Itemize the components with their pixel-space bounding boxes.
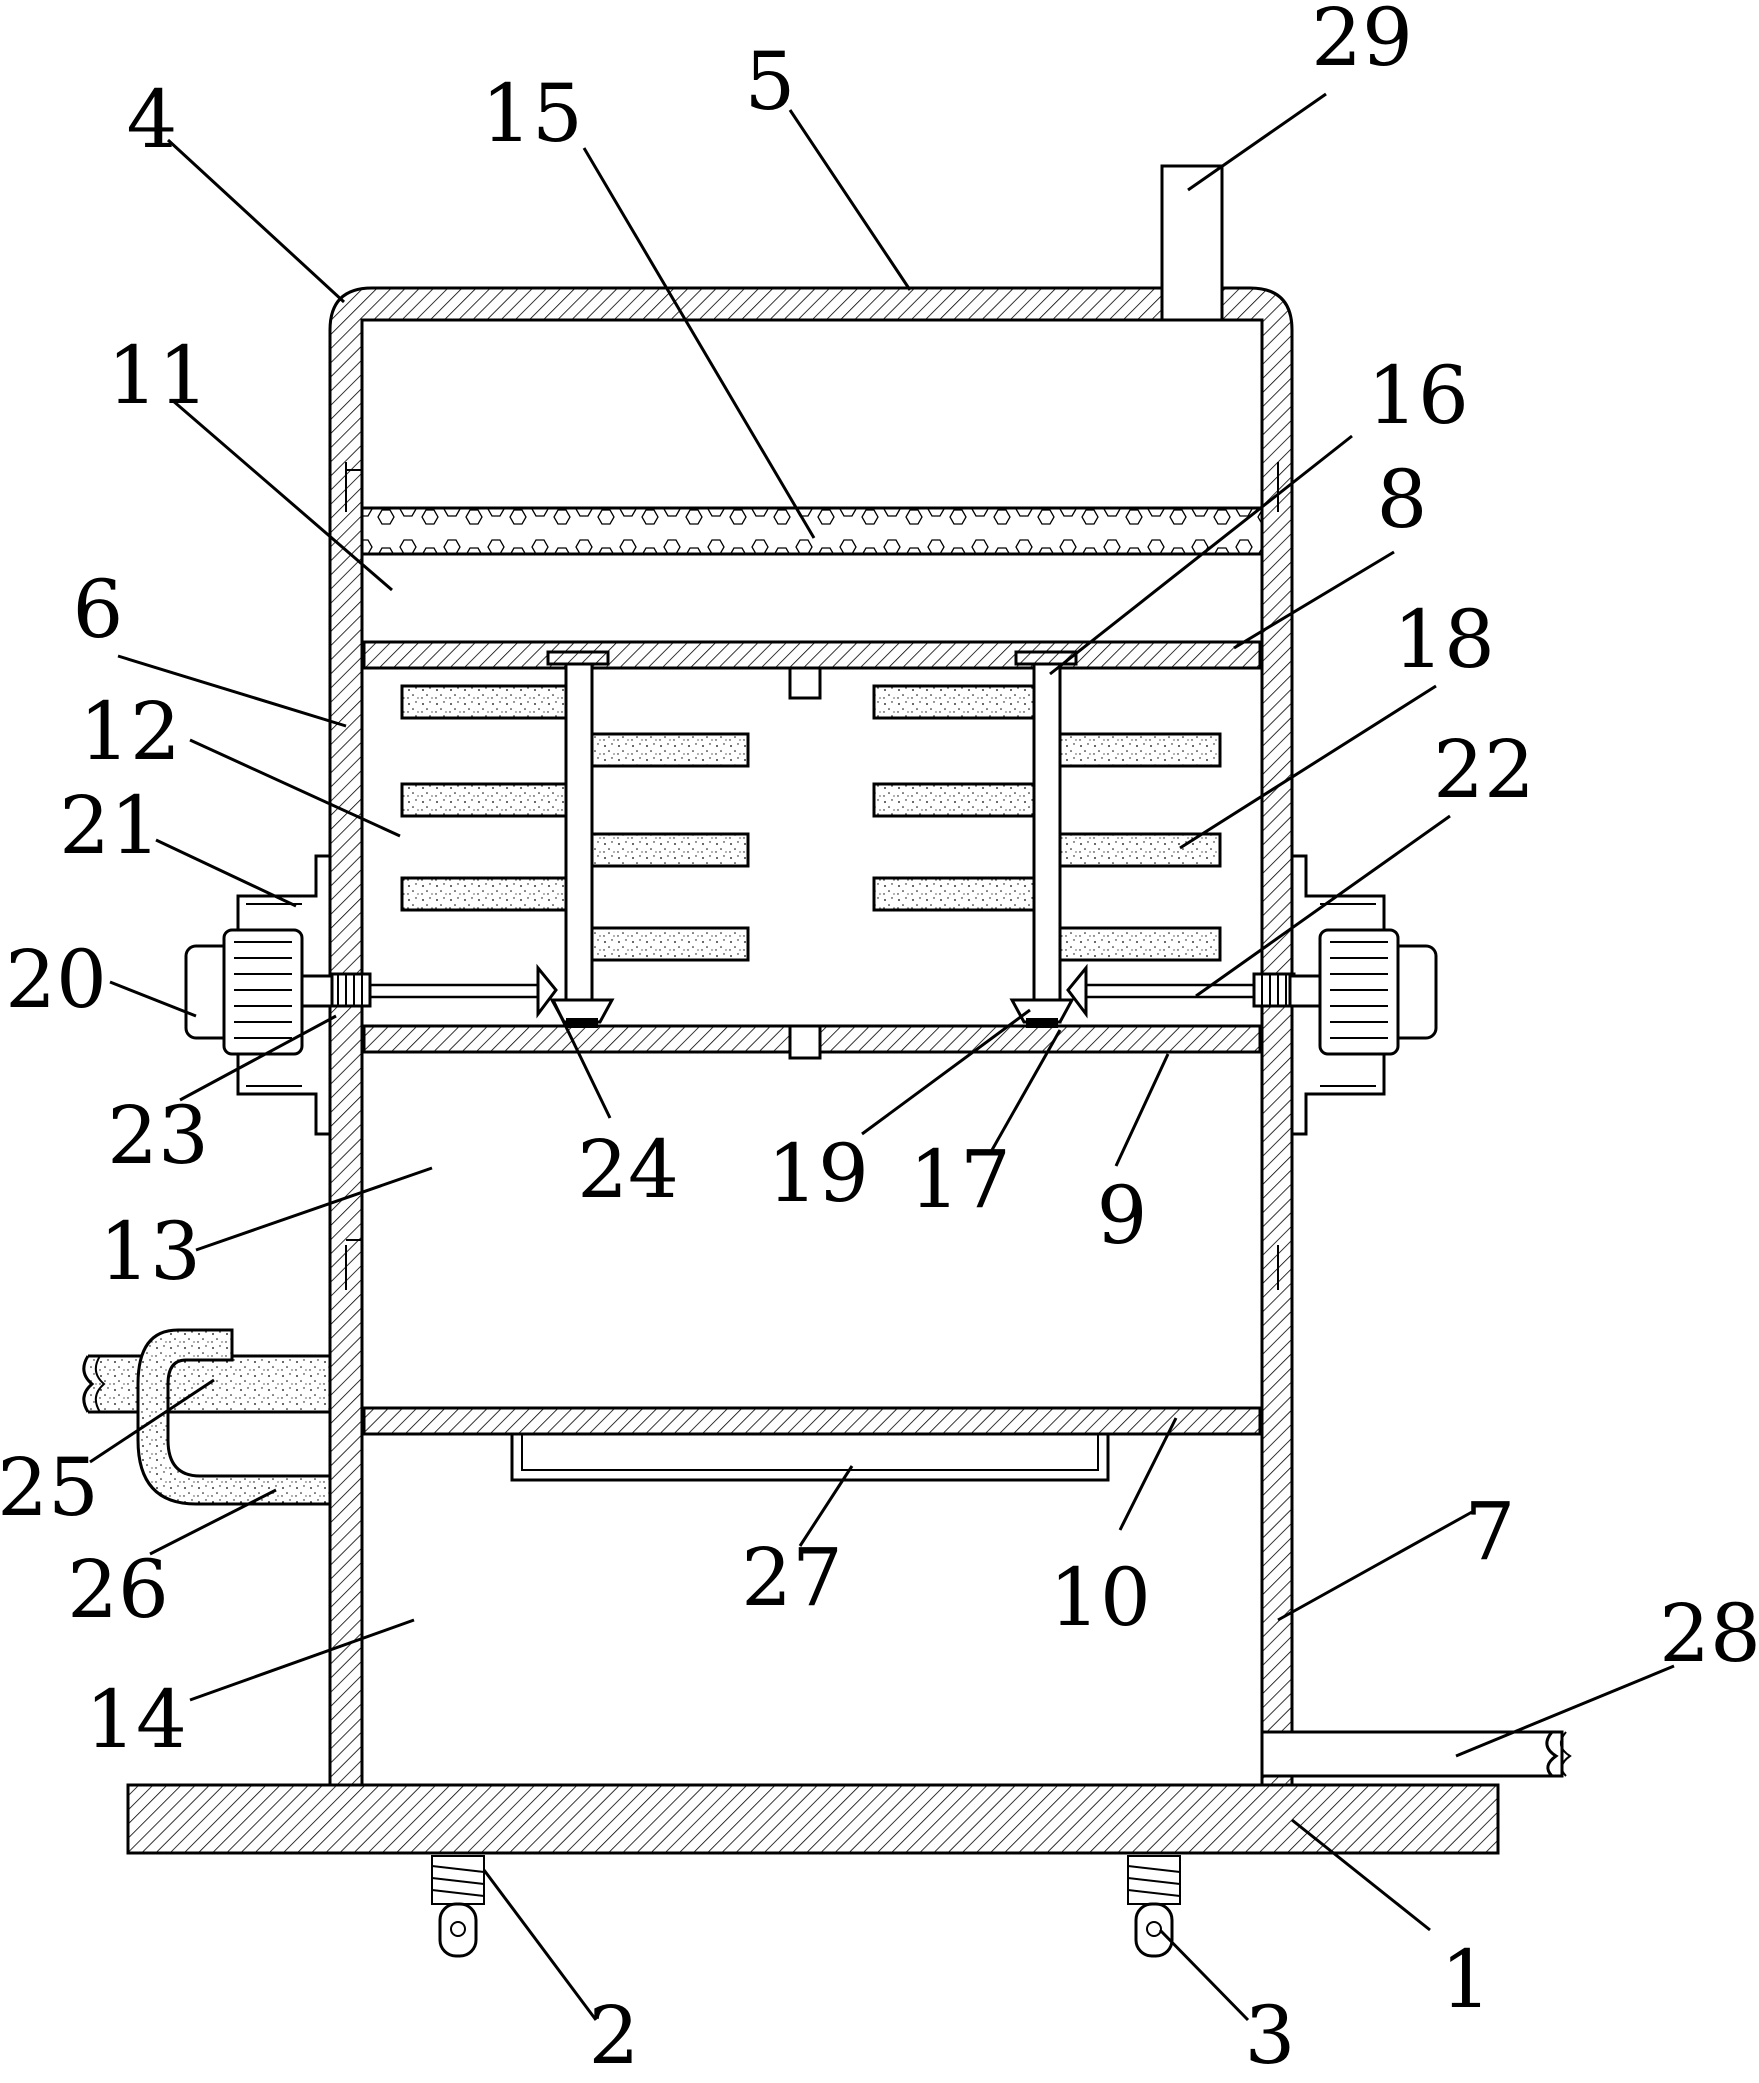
motor-left: [184, 854, 334, 1136]
caster-wheel-left: [431, 1855, 485, 1958]
label-26: 26: [67, 1543, 169, 1636]
collection-trough: [510, 1434, 1110, 1482]
stirring-shaft-right: [1014, 650, 1078, 1024]
label-12: 12: [79, 685, 181, 778]
label-16: 16: [1367, 349, 1469, 442]
label-14: 14: [85, 1673, 187, 1766]
leader-lines: [89, 92, 1675, 2022]
stirring-blades: [400, 684, 1222, 962]
motor-right: [1288, 854, 1438, 1136]
bevel-gear-left: [536, 963, 615, 1028]
label-11: 11: [107, 329, 209, 422]
label-2: 2: [589, 1989, 640, 2082]
label-10: 10: [1049, 1551, 1151, 1644]
caster-wheel-right: [1127, 1855, 1181, 1958]
label-13: 13: [99, 1205, 201, 1298]
drive-shafts: [328, 972, 1296, 1008]
label-25: 25: [0, 1441, 99, 1534]
exhaust-pipe: [1160, 164, 1224, 322]
label-27: 27: [741, 1531, 843, 1624]
label-20: 20: [5, 933, 107, 1026]
label-28: 28: [1659, 1587, 1759, 1680]
label-23: 23: [107, 1089, 209, 1182]
label-8: 8: [1377, 453, 1428, 546]
label-4: 4: [127, 73, 178, 166]
label-1: 1: [1441, 1933, 1492, 2026]
label-6: 6: [73, 563, 124, 656]
housing: [328, 286, 1294, 1787]
label-5: 5: [745, 35, 796, 128]
label-29: 29: [1311, 0, 1413, 84]
bevel-gear-right: [1009, 963, 1088, 1028]
label-24: 24: [577, 1123, 679, 1216]
label-7: 7: [1465, 1485, 1516, 1578]
label-17: 17: [909, 1133, 1011, 1226]
label-9: 9: [1097, 1169, 1148, 1262]
label-21: 21: [59, 779, 161, 872]
label-22: 22: [1433, 723, 1535, 816]
base-plate: [126, 1783, 1500, 1855]
label-15: 15: [481, 67, 583, 160]
partition-plates: [362, 640, 1262, 1436]
u-bend-pipe: [136, 1328, 332, 1506]
filter-layer: [360, 506, 1264, 556]
label-3: 3: [1245, 1989, 1296, 2082]
label-18: 18: [1393, 593, 1495, 686]
outlet-pipe: [1260, 1730, 1572, 1778]
label-19: 19: [767, 1127, 869, 1220]
